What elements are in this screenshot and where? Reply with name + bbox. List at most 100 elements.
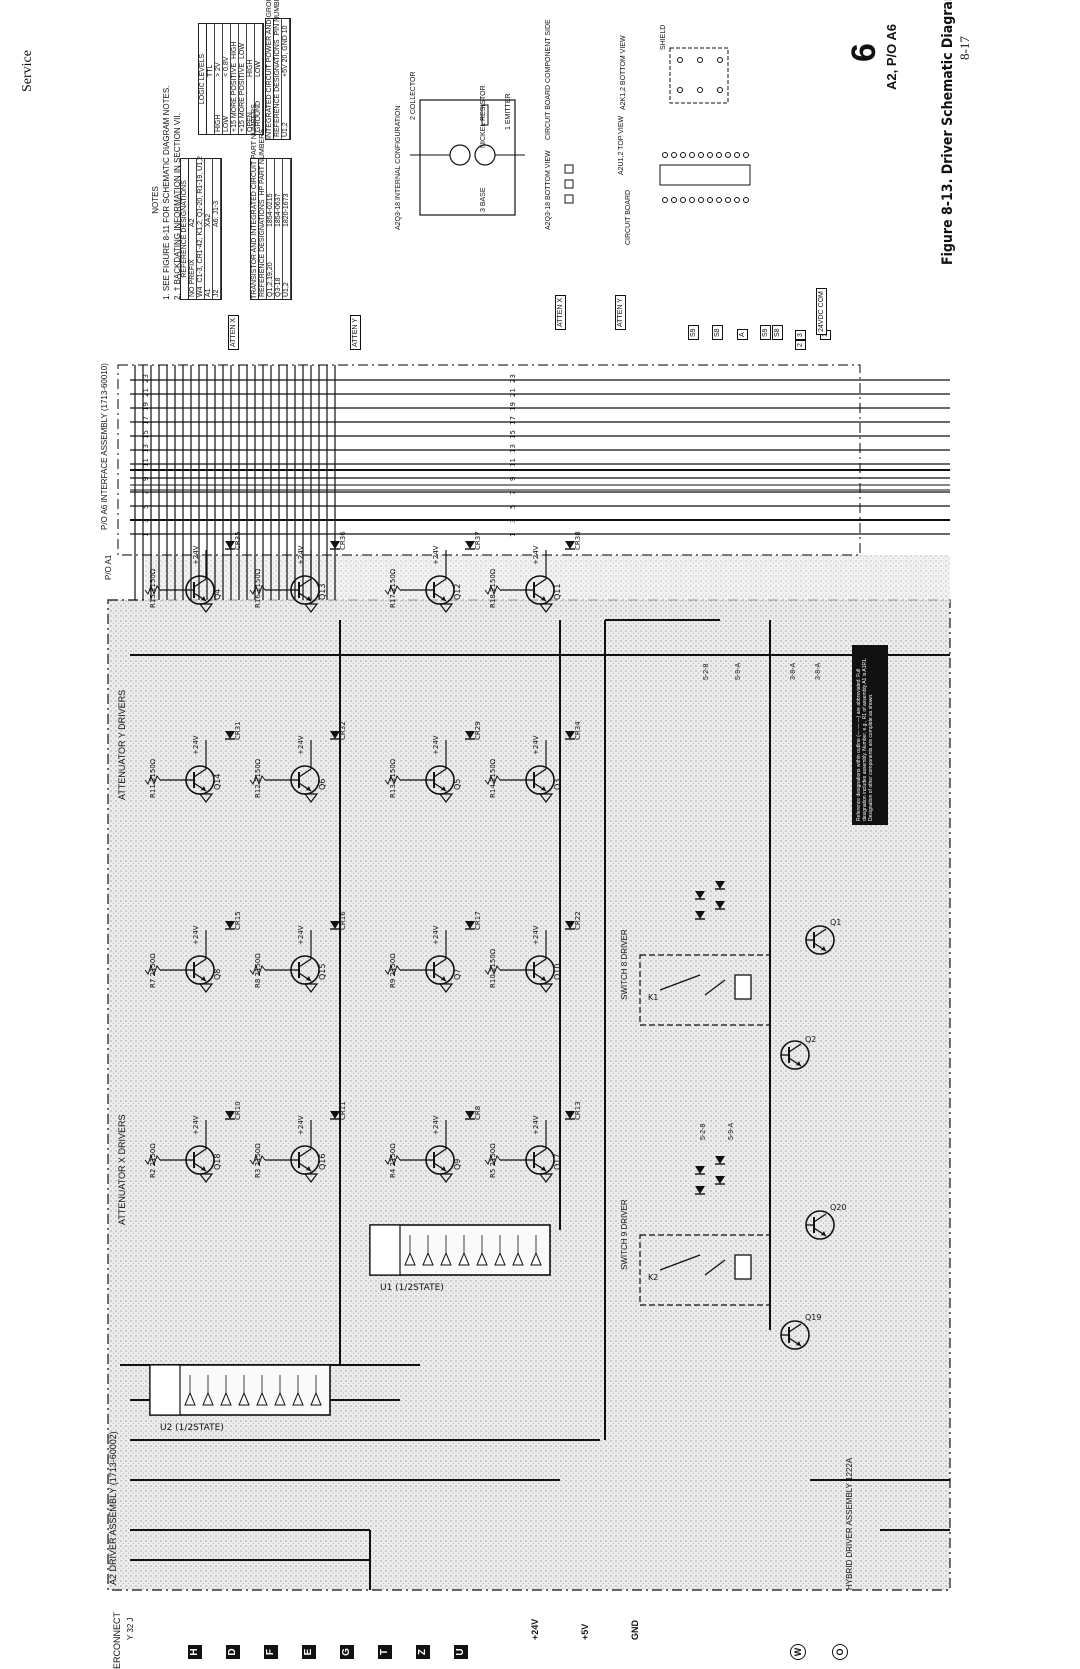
logic-cell: +15 MORE POSITIVE — [231, 62, 238, 132]
wire-code: 5-2-8 — [703, 663, 710, 680]
transistor-label: Q8 — [213, 969, 222, 980]
pin-number: 21 — [509, 388, 517, 397]
supply-label: +24V — [532, 735, 540, 755]
logic-cell: +15 MORE POSITIVE — [239, 62, 246, 132]
diode-label: CR17 — [474, 911, 482, 930]
supply-label: +24V — [192, 1115, 200, 1135]
pin-number: 17 — [509, 416, 517, 425]
power-label: GND — [630, 1620, 640, 1640]
ic-power-table: INTEGRATED CIRCUIT POWER AND GROUND CONN… — [265, 0, 291, 140]
supply-label: +24V — [297, 925, 305, 945]
power-label: +24V — [530, 1618, 540, 1640]
resistor-label: R16 2150Ω — [254, 568, 262, 608]
refdes-cell: A6: J1-3 — [213, 200, 220, 227]
terminal-d: D — [226, 1645, 240, 1659]
supply-label: +24V — [192, 925, 200, 945]
diode-label: CR11 — [339, 1101, 347, 1120]
transistor-cell: Q1,2,19,20 — [267, 262, 274, 297]
transistor-label: Q16 — [318, 1154, 327, 1170]
supply-label: +24V — [532, 925, 540, 945]
section-label: Service — [20, 50, 35, 92]
svg-text:K2: K2 — [648, 1273, 658, 1282]
diode-label: CR35 — [234, 531, 242, 550]
transistor-label: Q3 — [553, 779, 562, 790]
transistor-label: Q18 — [213, 1154, 222, 1170]
diode-label: CR15 — [234, 911, 242, 930]
terminal-u: U — [454, 1645, 468, 1659]
u1-chip: U1 (1/2STATE) — [369, 1224, 551, 1293]
svg-text:Q19: Q19 — [805, 1313, 821, 1322]
resistor-label: R14 2150Ω — [489, 758, 497, 798]
pin-number: 7 — [509, 491, 517, 495]
resistor-label: R17 2150Ω — [389, 568, 397, 608]
pin-number: 13 — [142, 444, 150, 453]
logic-cell: LOW — [223, 116, 230, 132]
terminal-f: F — [264, 1645, 278, 1659]
x-driver-6: Q4 R15 2150Ω CR35 +24V — [144, 531, 242, 613]
svg-text:Q20: Q20 — [830, 1203, 846, 1212]
pin-number: 5 — [509, 505, 517, 509]
logic-cell: TTL — [207, 64, 214, 77]
interconnect-label: ERCONNECT — [112, 1611, 122, 1669]
power-label: +5V — [580, 1623, 590, 1640]
connector-tag: ATTEN Y — [615, 295, 626, 330]
icpower-cell: PIN NUMBERS — [274, 0, 281, 36]
logic-cell: HIGH — [231, 41, 238, 59]
terminal-o: O — [832, 1644, 848, 1660]
logic-row: TTL — [207, 24, 215, 134]
supply-label: +24V — [192, 545, 200, 565]
logic-row: HIGH> 2V — [215, 24, 223, 134]
supply-label: +24V — [297, 545, 305, 565]
terminal-h: H — [188, 1645, 202, 1659]
pin-number: 7 — [142, 491, 150, 495]
reference-note-text: Reference designations within outline (—… — [856, 657, 874, 821]
tab-label: A2, P/O A6 — [884, 24, 899, 90]
supply-label: +24V — [432, 1115, 440, 1135]
pin-number: 15 — [142, 430, 150, 439]
transistor-label: Q5 — [453, 779, 462, 790]
base-label: 3 BASE — [480, 187, 487, 212]
a2-assembly-region — [107, 599, 951, 1591]
refdes-cell: NO PREFIX — [189, 259, 196, 297]
refdes-cell: J2 — [213, 289, 220, 297]
note-1: 1. SEE FIGURE 8-11 FOR SCHEMATIC DIAGRAM… — [162, 85, 171, 300]
w4-cable — [130, 484, 950, 491]
transistor-label: Q4 — [213, 589, 222, 600]
tab-number: 6 — [845, 43, 883, 62]
svg-text:U2 (1/2STATE): U2 (1/2STATE) — [160, 1423, 224, 1433]
logic-cell: HIGH — [215, 114, 222, 133]
pin-number: 13 — [509, 444, 517, 453]
refdes-title: REFERENCE DESIGNATIONS — [181, 159, 189, 299]
transistor-label: Q17 — [553, 1154, 562, 1170]
internal-config-diagram — [410, 99, 525, 216]
transistor-cell: U1,2 — [283, 282, 290, 297]
transistor-label: Q12 — [453, 584, 462, 600]
connector-tag: ATTEN X — [228, 314, 239, 350]
wire-code: 3-8-A — [790, 662, 797, 680]
terminal-e: E — [302, 1645, 316, 1659]
supply-label: +24V — [532, 1115, 540, 1135]
resistor-label: R15 2150Ω — [149, 568, 157, 608]
pin-number: 19 — [509, 402, 517, 411]
resistor-label: R18 2150Ω — [489, 568, 497, 608]
logic-levels-title: LOGIC LEVELS — [199, 24, 207, 134]
svg-text:Q2: Q2 — [805, 1035, 816, 1044]
connector-tag: 24VDC COM — [816, 288, 827, 335]
connector-tag: 3 — [795, 330, 806, 340]
pin-number: 11 — [509, 458, 517, 467]
a2-assembly-label: A2 DRIVER ASSEMBLY (1713-60002) — [108, 1431, 118, 1585]
diode-label: CR36 — [339, 531, 347, 550]
